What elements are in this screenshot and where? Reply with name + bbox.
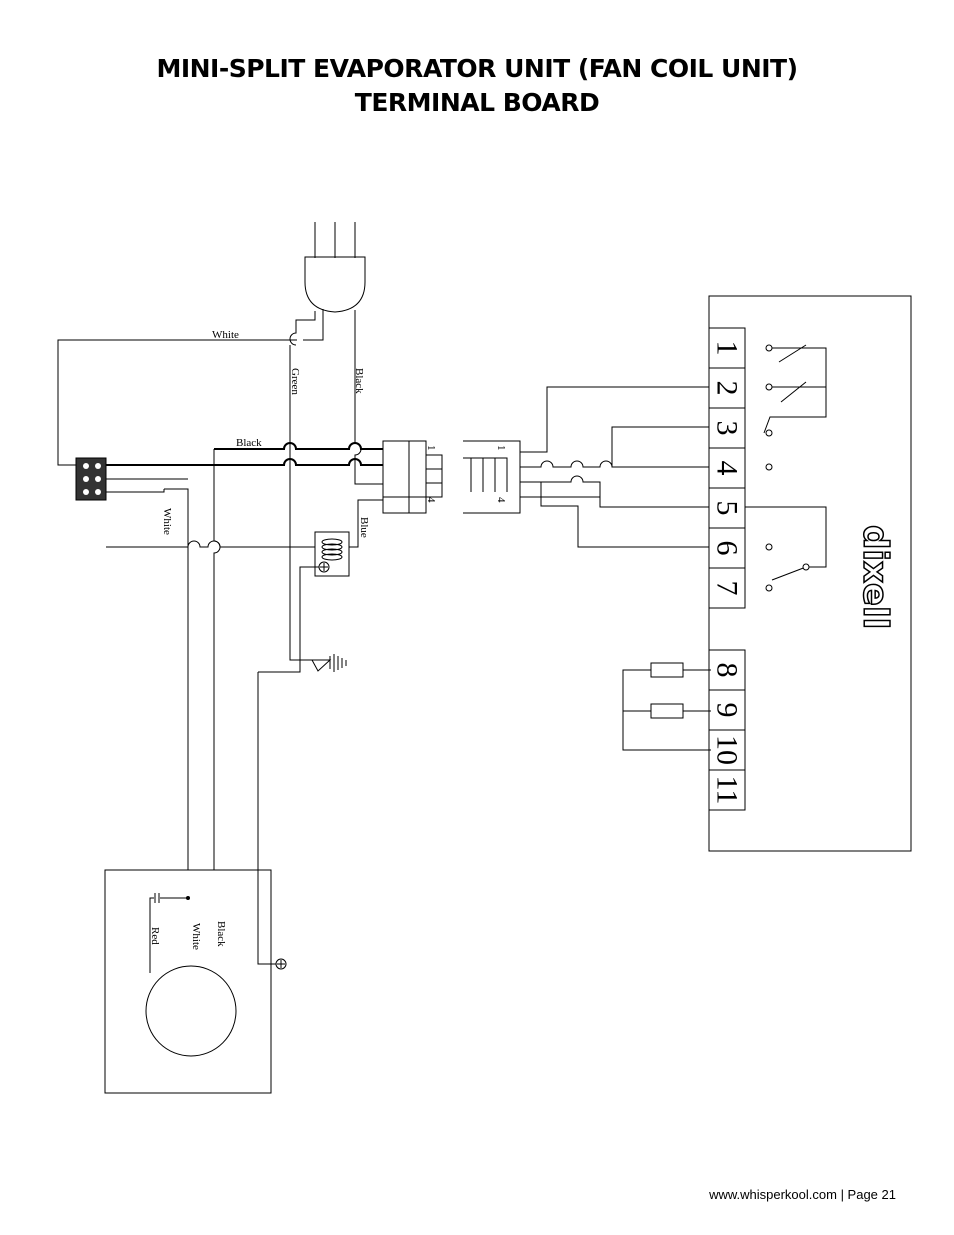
white-wire-top — [57, 309, 324, 466]
capacitor-wire — [106, 540, 317, 548]
terminal-cell-10 — [708, 729, 746, 771]
page-title-line1: MINI-SPLIT EVAPORATOR UNIT (FAN COIL UNI… — [156, 54, 798, 83]
motor-white-label: White — [190, 923, 202, 950]
terminal-cell-3 — [708, 407, 746, 449]
terminal-cell-9 — [708, 689, 746, 731]
power-plug — [304, 222, 366, 313]
white-wire-vertical-label: White — [161, 508, 173, 535]
terminal-label-9: 9 — [711, 703, 744, 718]
ground-symbol — [311, 654, 347, 672]
white-wire-label: White — [212, 329, 239, 341]
page-title-line2: TERMINAL BOARD — [354, 88, 600, 117]
terminal-label-4: 4 — [711, 461, 744, 476]
terminal-label-10: 10 — [711, 735, 744, 765]
blue-wire-label: Blue — [358, 517, 370, 538]
terminal-cell-8 — [708, 649, 746, 691]
motor-red-label: Red — [149, 927, 161, 945]
coil-transformer — [299, 499, 383, 660]
terminal-label-11: 11 — [711, 776, 744, 805]
green-wire-label: Green — [289, 368, 301, 395]
terminal-label-1: 1 — [711, 341, 744, 356]
terminal-cell-2 — [708, 367, 746, 409]
brand-logo: dixell — [854, 524, 896, 630]
sensor-resistors — [622, 662, 711, 751]
page-footer: www.whisperkool.com | Page 21 — [709, 1187, 896, 1202]
terminal-block — [75, 457, 107, 501]
terminal-cell-6 — [708, 527, 746, 569]
terminal-cell-1 — [708, 327, 746, 369]
connector-right-pin1: 1 — [495, 445, 507, 451]
terminal-cell-5 — [708, 487, 746, 529]
connector-left — [382, 440, 443, 514]
terminal-label-2: 2 — [711, 381, 744, 396]
black-wire-horizontal-label: Black — [236, 437, 262, 449]
controller-box: 1 2 3 4 5 6 7 8 9 10 11 — [708, 295, 912, 852]
black-wires-horizontal — [106, 442, 383, 466]
terminal-cell-11 — [708, 769, 746, 811]
terminal-label-5: 5 — [711, 501, 744, 516]
connector-left-pin4: 4 — [425, 497, 437, 503]
terminal-cell-4 — [708, 447, 746, 489]
black-wire-vertical-label: Black — [353, 368, 365, 394]
terminal-cell-7 — [708, 567, 746, 609]
terminal-label-7: 7 — [711, 581, 744, 596]
relay-contacts — [745, 344, 827, 592]
black-wire-plug — [354, 310, 383, 485]
dixell-logo: dixell — [855, 525, 895, 629]
connector-right — [463, 440, 521, 514]
terminal-label-8: 8 — [711, 663, 744, 678]
motor-enclosure — [104, 660, 301, 1094]
controller-wires — [520, 386, 711, 548]
connector-left-pin1: 1 — [425, 445, 437, 451]
terminal-label-3: 3 — [711, 421, 744, 436]
motor-black-label: Black — [215, 921, 227, 947]
connector-right-pin4: 4 — [495, 497, 507, 503]
terminal-strip: 1 2 3 4 5 6 7 8 9 10 11 — [708, 327, 746, 811]
terminal-label-6: 6 — [711, 541, 744, 556]
